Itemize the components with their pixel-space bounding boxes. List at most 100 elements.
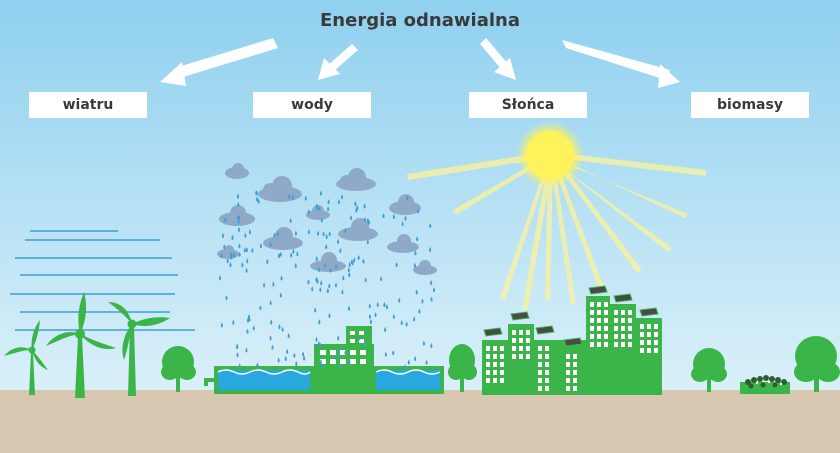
raindrop-icon — [302, 351, 305, 357]
window — [597, 302, 601, 307]
window — [519, 346, 523, 351]
cloud-icon — [263, 227, 303, 250]
window — [654, 324, 658, 329]
window — [538, 386, 542, 391]
raindrop-icon — [225, 295, 228, 301]
raindrop-icon — [279, 251, 282, 257]
window — [545, 386, 549, 391]
window — [604, 302, 608, 307]
raindrop-icon — [374, 312, 377, 318]
raindrop-icon — [266, 258, 269, 265]
window — [654, 340, 658, 345]
raindrop-icon — [321, 363, 324, 369]
raindrop-icon — [384, 351, 387, 357]
window — [614, 342, 618, 347]
raindrop-icon — [288, 193, 291, 199]
window — [590, 318, 594, 323]
solar-panel-icon — [588, 285, 608, 295]
window — [654, 332, 658, 337]
window — [519, 338, 523, 343]
window — [500, 378, 504, 383]
solar-panel-icon — [613, 293, 633, 303]
window — [500, 346, 504, 351]
raindrop-icon — [311, 286, 314, 292]
solar-panels — [483, 285, 659, 347]
window — [545, 354, 549, 359]
window — [538, 354, 542, 359]
raindrop-icon — [279, 292, 282, 298]
window — [604, 326, 608, 331]
raindrop-icon — [287, 332, 290, 339]
raindrop-icon — [338, 363, 342, 369]
window — [500, 370, 504, 375]
solar-panel-icon — [483, 327, 503, 337]
raindrop-icon — [255, 190, 258, 196]
window — [590, 334, 594, 339]
raindrop-icon — [318, 319, 321, 325]
raindrop-icon — [422, 340, 426, 346]
raindrop-icon — [229, 262, 232, 268]
wind-turbine-icon — [4, 320, 48, 395]
window — [640, 332, 644, 337]
label-water: wody — [253, 92, 371, 118]
raindrop-icon — [414, 250, 417, 256]
raindrop-icon — [243, 247, 246, 253]
raindrop-icon — [348, 272, 351, 278]
window — [628, 326, 632, 331]
raindrop-icon — [328, 312, 331, 319]
raindrop-icon — [405, 321, 408, 327]
raindrop-icon — [327, 199, 330, 205]
raindrop-icon — [392, 213, 396, 220]
raindrop-icon — [341, 289, 344, 295]
wind-lines — [10, 230, 195, 331]
raindrop-icon — [236, 352, 239, 358]
raindrop-icon — [368, 313, 372, 319]
raindrop-icon — [350, 259, 353, 265]
window — [647, 340, 651, 345]
raindrop-icon — [320, 280, 323, 286]
raindrop-icon — [256, 196, 259, 202]
raindrop-icon — [416, 208, 420, 214]
raindrop-icon — [335, 263, 338, 269]
raindrop-icon — [257, 198, 260, 204]
window — [493, 370, 497, 375]
window — [538, 370, 542, 375]
raindrop-icon — [271, 344, 274, 350]
raindrop-icon — [337, 348, 340, 354]
raindrop-icon — [277, 252, 281, 259]
window — [538, 362, 542, 367]
window — [512, 346, 516, 351]
biomass-pile-icon — [740, 375, 790, 394]
window — [614, 326, 618, 331]
window — [590, 342, 594, 347]
window — [573, 354, 577, 359]
raindrop-icon — [382, 213, 385, 219]
raindrop-icon — [294, 230, 298, 236]
window — [573, 386, 577, 391]
raindrop-icon — [413, 262, 417, 268]
tree-icon — [794, 336, 840, 392]
building-windows — [486, 302, 658, 391]
window — [590, 302, 594, 307]
raindrop-icon — [289, 217, 292, 224]
solar-panel-icon — [563, 337, 583, 347]
window — [573, 378, 577, 383]
window — [519, 354, 523, 359]
raindrop-icon — [256, 362, 259, 368]
raindrop-icon — [231, 234, 234, 241]
window — [500, 354, 504, 359]
raindrop-icon — [357, 254, 360, 261]
raindrop-icon — [244, 232, 247, 238]
arrow-icon — [318, 44, 358, 80]
window — [604, 318, 608, 323]
raindrop-icon — [325, 244, 328, 250]
raindrop-icon — [430, 296, 433, 302]
arrow-icon — [480, 38, 516, 80]
window — [512, 330, 516, 335]
arrows — [160, 38, 680, 88]
window — [597, 310, 601, 315]
ground — [0, 390, 840, 453]
raindrop-icon — [368, 303, 371, 309]
raindrop-icon — [286, 348, 289, 355]
